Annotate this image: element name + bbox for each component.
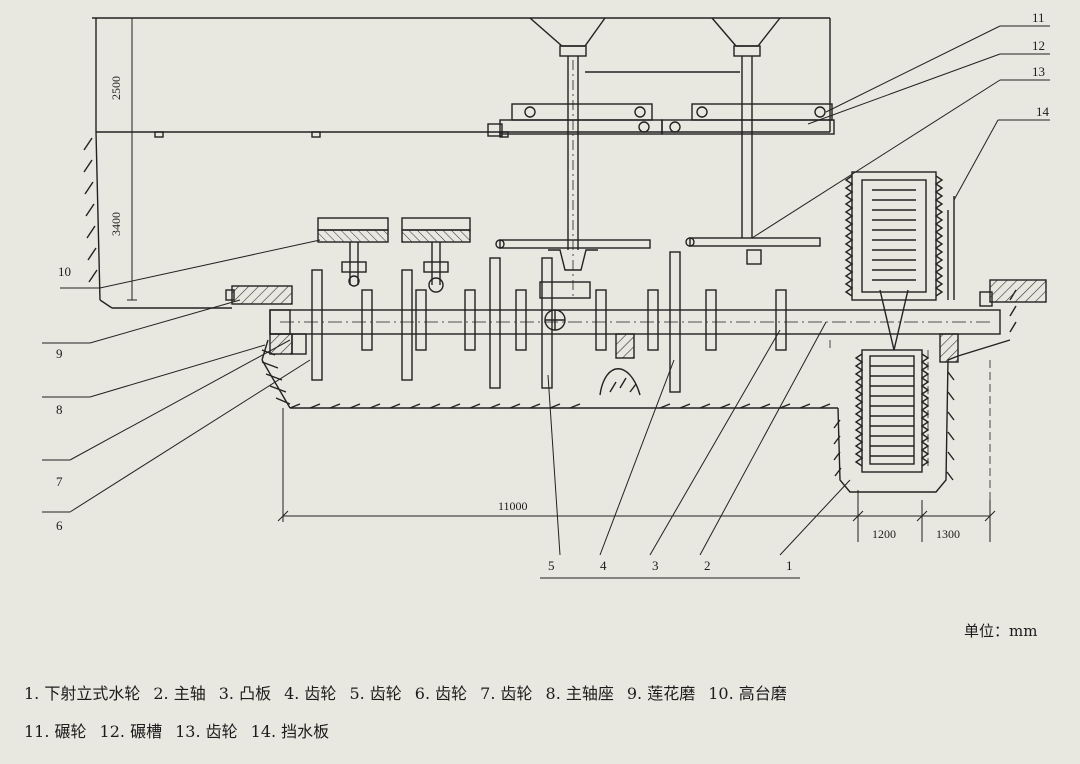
guide-lines	[829, 340, 991, 500]
dim-width-b: 1300	[936, 527, 960, 541]
legend-item: 3. 凸板	[218, 684, 272, 703]
label-4: 4	[600, 558, 607, 573]
legend-item: 6. 齿轮	[414, 684, 468, 703]
label-6: 6	[56, 518, 63, 533]
legend-item: 8. 主轴座	[545, 684, 614, 703]
dimension-horizontal	[277, 408, 996, 542]
dimension-vertical	[127, 17, 137, 301]
right-bearing	[979, 279, 1047, 307]
legend-item: 7. 齿轮	[480, 684, 533, 703]
legend-item: 9. 莲花磨	[626, 684, 696, 703]
hopper-right	[711, 17, 781, 57]
legend-item: 5. 齿轮	[349, 684, 402, 703]
legend-item: 11. 碾轮	[24, 722, 87, 741]
water-baffle	[947, 196, 955, 300]
left-wall	[83, 131, 232, 309]
upper-platform	[92, 17, 831, 138]
dim-height-lower: 3400	[109, 212, 123, 236]
legend-item: 13. 齿轮	[175, 722, 238, 741]
legend-item: 2. 主轴	[153, 684, 206, 703]
dim-height-upper: 2500	[109, 76, 123, 100]
legend-item: 4. 齿轮	[284, 684, 337, 703]
label-11: 11	[1032, 10, 1045, 25]
shaft-gears	[311, 251, 787, 393]
legend-item: 10. 高台磨	[708, 684, 787, 703]
label-5: 5	[548, 558, 555, 573]
label-1: 1	[786, 558, 793, 573]
grinding-trough	[487, 103, 835, 137]
main-shaft	[269, 309, 1001, 335]
label-2: 2	[704, 558, 711, 573]
water-wheel	[844, 171, 944, 473]
unit-label: 单位：mm	[964, 622, 1038, 640]
shaft-support	[269, 333, 959, 363]
mid-rods	[495, 237, 821, 249]
label-3: 3	[652, 558, 659, 573]
label-9: 9	[56, 346, 63, 361]
label-8: 8	[56, 402, 63, 417]
lotus-mill	[225, 285, 293, 305]
dim-length-main: 11000	[498, 499, 528, 513]
high-platform-mill-a	[317, 217, 389, 287]
high-platform-mill-b	[401, 217, 471, 293]
legend-line-1: 1. 下射立式水轮 2. 主轴 3. 凸板 4. 齿轮 5. 齿轮 6. 齿轮 7. 齿轮 8…	[24, 680, 1074, 704]
label-7: 7	[56, 474, 63, 489]
legend-line-2: 11. 碾轮 12. 碾槽 13. 齿轮 14. 挡水板	[24, 718, 1074, 742]
label-14: 14	[1036, 104, 1050, 119]
legend-item: 1. 下射立式水轮	[24, 684, 141, 703]
legend-item: 14. 挡水板	[250, 722, 330, 741]
label-12: 12	[1032, 38, 1045, 53]
legend-item: 12. 碾槽	[99, 722, 163, 741]
lower-channel	[261, 339, 838, 409]
hopper-left	[529, 17, 606, 57]
leader-lines	[42, 25, 1050, 579]
wheel-pit	[833, 289, 1017, 493]
dim-width-a: 1200	[872, 527, 896, 541]
label-13: 13	[1032, 64, 1045, 79]
vertical-shafts	[567, 56, 753, 300]
label-10: 10	[58, 264, 71, 279]
